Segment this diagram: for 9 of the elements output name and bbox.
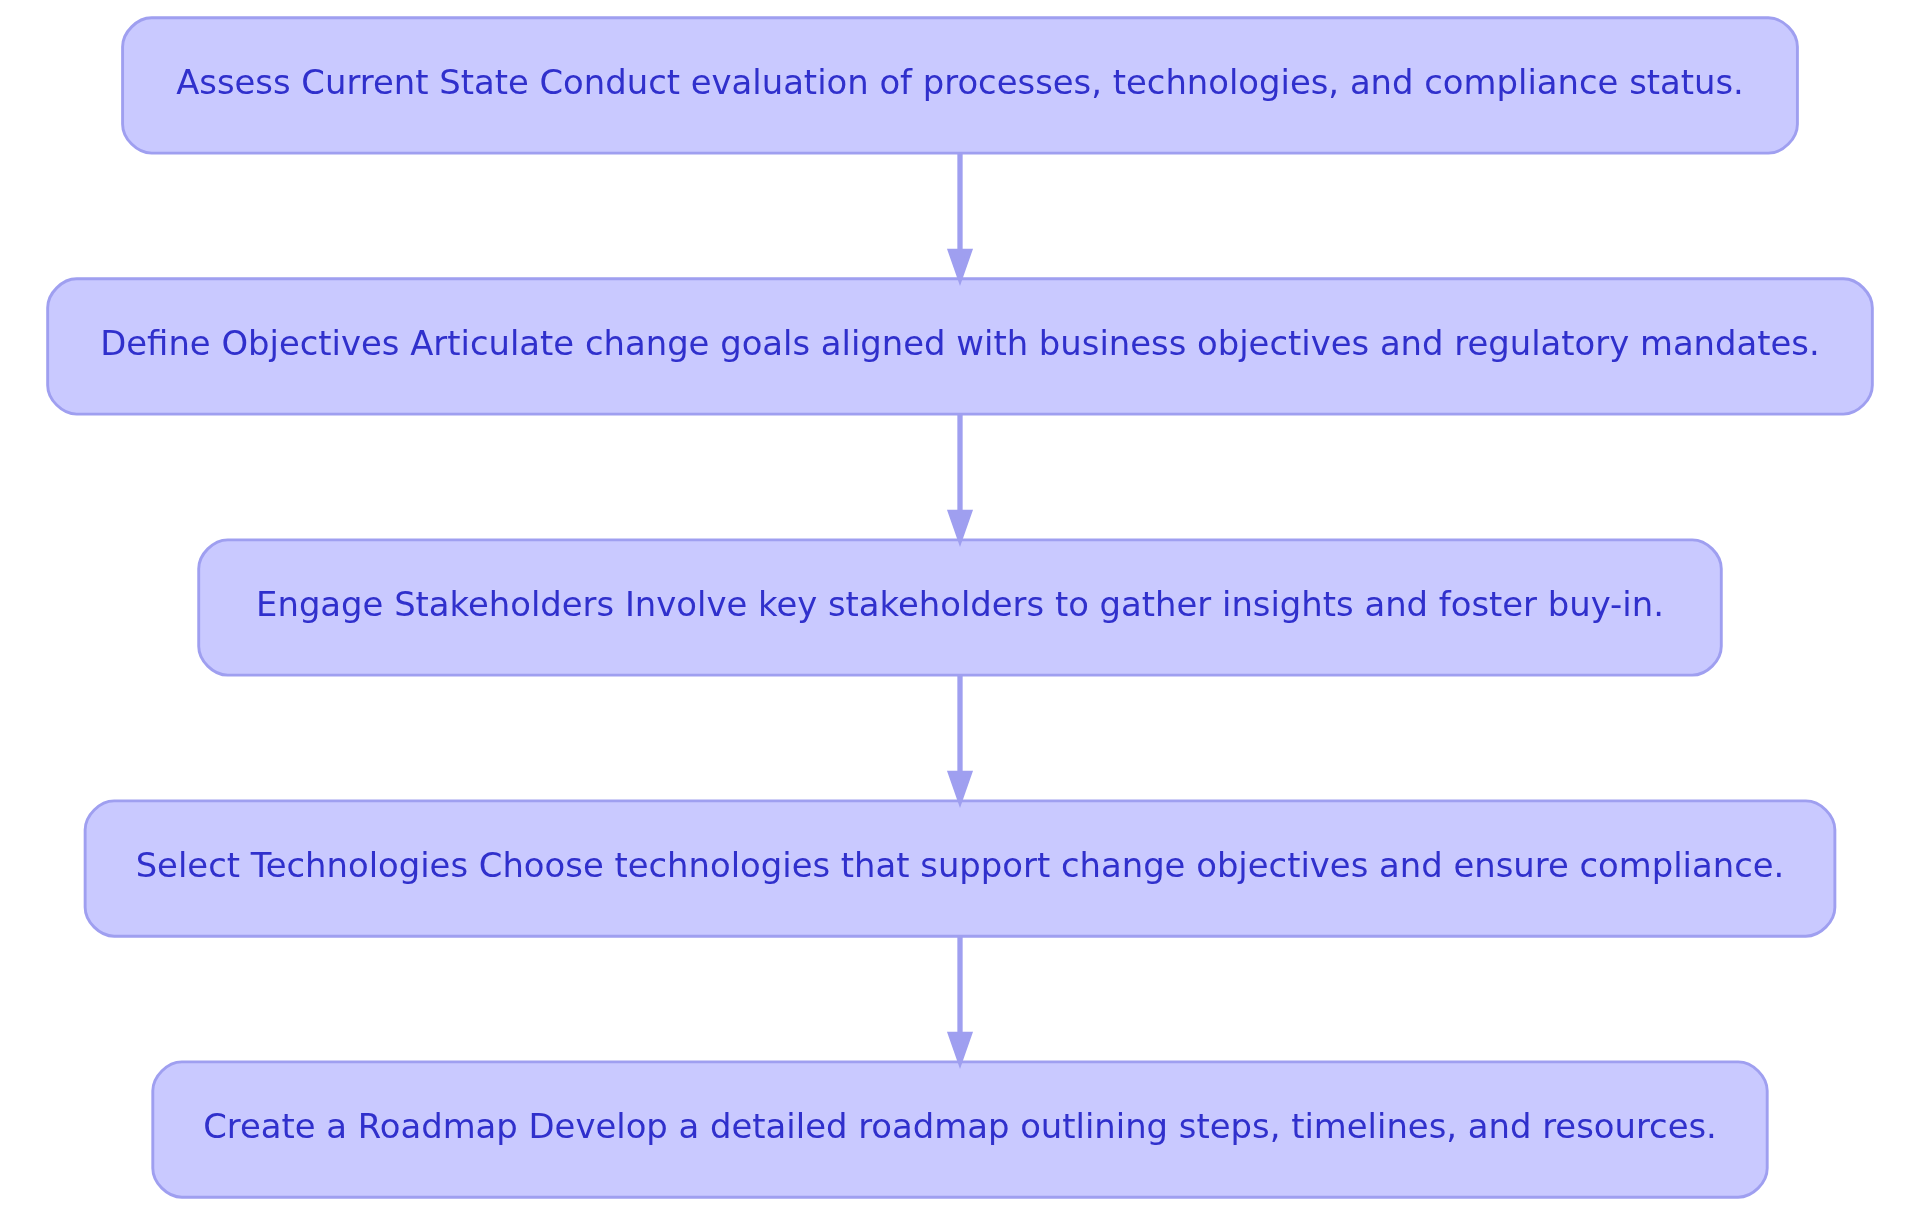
arrow	[946, 936, 974, 1070]
arrow	[946, 153, 974, 287]
node-box: Engage Stakeholders Involve key stakeholders to gather insights and foster buy-in.	[197, 538, 1723, 677]
arrow	[946, 675, 974, 809]
node-box: Assess Current State Conduct evaluation of processes, technologies, and compliance status.	[121, 16, 1799, 155]
node-box: Create a Roadmap Develop a detailed roadmap outlining steps, timelines, and resources.	[151, 1060, 1769, 1199]
node-box: Define Objectives Articulate change goals aligned with business objectives and regulatory mandates.	[46, 277, 1874, 416]
node-box: Select Technologies Choose technologies that support change objectives and ensure compliance.	[83, 799, 1837, 938]
arrow	[946, 414, 974, 548]
